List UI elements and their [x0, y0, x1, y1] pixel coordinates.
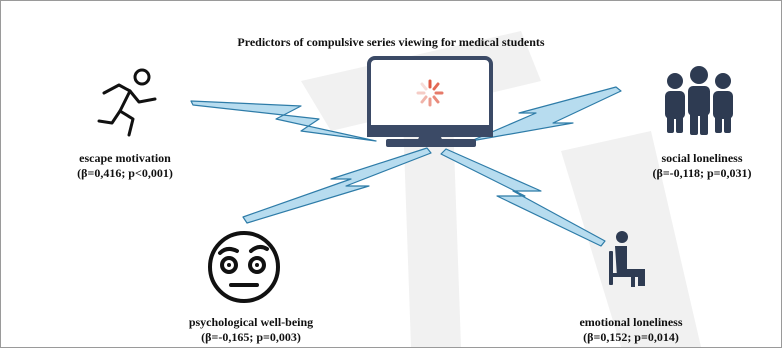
predictor-name: social loneliness: [661, 151, 743, 165]
predictor-name: escape motivation: [79, 151, 171, 165]
loading-spinner-icon: [416, 79, 444, 107]
predictor-stats: (β=-0,165; p=0,003): [201, 330, 301, 344]
connector-bolt-social: [470, 86, 622, 142]
connector-bolt-emotional: [440, 148, 606, 247]
predictor-stats: (β=0,416; p<0,001): [77, 166, 173, 180]
predictor-stats: (β=0,152; p=0,014): [583, 330, 679, 344]
predictor-name: psychological well-being: [188, 315, 314, 329]
predictor-label-social: social loneliness (β=-0,118; p=0,031): [637, 151, 767, 181]
diagram-title: Predictors of compulsive series viewing …: [237, 35, 545, 49]
predictor-label-escape: escape motivation (β=0,416; p<0,001): [65, 151, 185, 181]
predictor-label-wellbeing: psychological well-being (β=-0,165; p=0,…: [161, 315, 341, 345]
predictor-label-emotional: emotional loneliness (β=0,152; p=0,014): [561, 315, 701, 345]
predictor-name: emotional loneliness: [579, 315, 683, 329]
connector-bolt-wellbeing: [242, 147, 432, 224]
predictor-stats: (β=-0,118; p=0,031): [652, 166, 752, 180]
connector-bolt-escape: [190, 100, 377, 142]
